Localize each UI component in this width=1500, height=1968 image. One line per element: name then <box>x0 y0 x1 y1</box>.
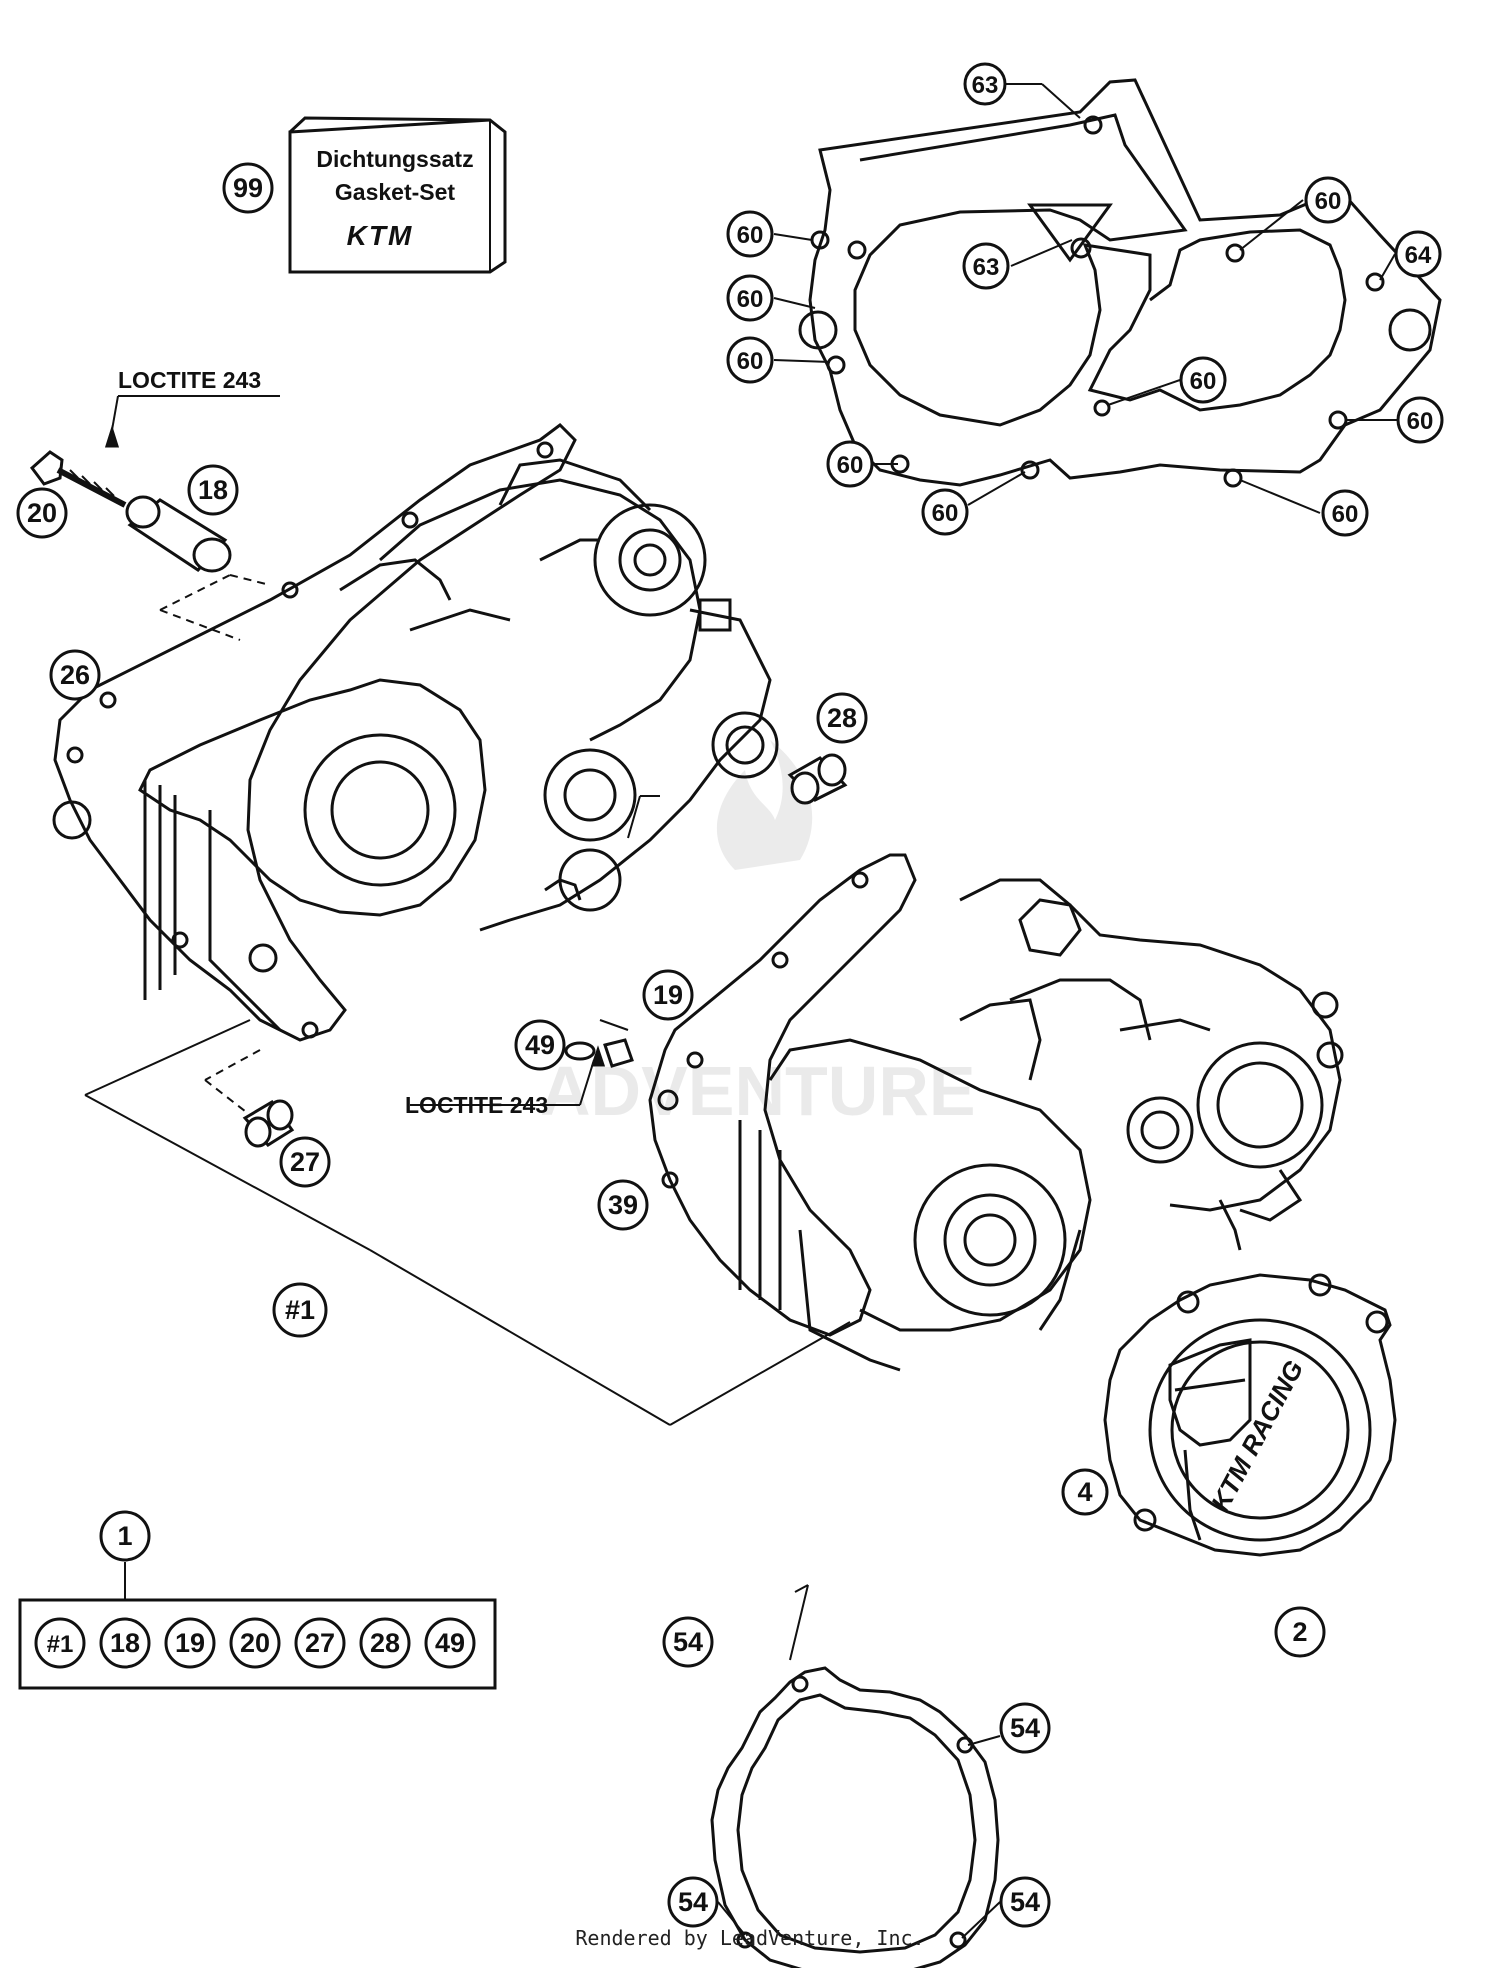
svg-text:99: 99 <box>233 173 263 203</box>
ignition-cover: KTM RACING <box>1103 1273 1397 1557</box>
callout-27: 27 <box>279 1136 331 1188</box>
svg-text:1: 1 <box>117 1521 132 1551</box>
callout-4: 4 <box>1061 1468 1109 1516</box>
gasket-set-box: Dichtungssatz Gasket-Set KTM <box>288 116 507 274</box>
callout-60-left-2: 60 <box>726 274 774 322</box>
svg-text:60: 60 <box>737 222 764 249</box>
callout-63-inner: 63 <box>962 242 1010 290</box>
kit-contents-box <box>18 1598 497 1690</box>
ignition-cover-gasket <box>710 1666 1000 1968</box>
svg-text:60: 60 <box>737 286 764 313</box>
gasket-set-english-label: Gasket-Set <box>335 179 456 205</box>
svg-text:60: 60 <box>737 348 764 375</box>
loctite-label-top: LOCTITE 243 <box>118 367 261 393</box>
svg-text:49: 49 <box>435 1628 465 1658</box>
callout-hash-1: #1 <box>272 1282 328 1338</box>
small-parts <box>29 424 848 1148</box>
svg-text:60: 60 <box>1407 408 1434 435</box>
svg-text:#1: #1 <box>47 1631 74 1658</box>
svg-text:20: 20 <box>240 1628 270 1658</box>
callout-60-right-mid: 60 <box>1396 396 1444 444</box>
kit-item: #1 <box>34 1617 86 1669</box>
left-crankcase-half <box>52 423 779 1042</box>
callout-49: 49 <box>514 1019 566 1071</box>
clutch-cover-gasket <box>798 78 1442 488</box>
ktm-logo: KTM <box>347 220 414 251</box>
callout-18: 18 <box>187 464 239 516</box>
svg-text:54: 54 <box>1010 1887 1040 1917</box>
callout-54-bottom-right: 54 <box>999 1876 1051 1928</box>
kit-item: 20 <box>229 1617 281 1669</box>
svg-text:54: 54 <box>673 1627 703 1657</box>
svg-text:18: 18 <box>198 475 228 505</box>
svg-text:60: 60 <box>1332 501 1359 528</box>
svg-text:ADVENTURE: ADVENTURE <box>540 1052 976 1130</box>
right-crankcase-half <box>648 853 1344 1372</box>
kit-item: 49 <box>424 1617 476 1669</box>
svg-text:26: 26 <box>60 660 90 690</box>
callout-54-right: 54 <box>999 1702 1051 1754</box>
svg-text:20: 20 <box>27 498 57 528</box>
footer-credit: Rendered by LeadVenture, Inc. <box>575 1926 925 1950</box>
svg-text:63: 63 <box>972 72 999 99</box>
callout-60-bottom-left: 60 <box>826 440 874 488</box>
svg-text:60: 60 <box>1315 188 1342 215</box>
svg-text:28: 28 <box>827 703 857 733</box>
svg-text:28: 28 <box>370 1628 400 1658</box>
svg-text:54: 54 <box>1010 1713 1040 1743</box>
watermark-logo: ADVENTURE <box>540 740 976 1130</box>
callout-64: 64 <box>1394 230 1442 278</box>
kit-item: 18 <box>99 1617 151 1669</box>
gasket-set-german-label: Dichtungssatz <box>316 146 473 172</box>
callout-39: 39 <box>597 1179 649 1231</box>
svg-text:63: 63 <box>973 254 1000 281</box>
callout-54-bottom-left: 54 <box>667 1876 719 1928</box>
callout-63-top: 63 <box>963 62 1007 106</box>
svg-text:60: 60 <box>837 452 864 479</box>
callout-26: 26 <box>49 649 101 701</box>
callouts: 99 63 63 60 64 60 60 60 60 60 60 60 60 2… <box>16 62 1444 1928</box>
svg-text:54: 54 <box>678 1887 708 1917</box>
leader-lines <box>84 83 1398 1939</box>
callout-60-bottom-right: 60 <box>1321 489 1369 537</box>
svg-text:49: 49 <box>525 1030 555 1060</box>
svg-text:19: 19 <box>175 1628 205 1658</box>
kit-item: 19 <box>164 1617 216 1669</box>
svg-text:4: 4 <box>1077 1477 1092 1507</box>
callout-28: 28 <box>816 692 868 744</box>
callout-54-top-left: 54 <box>662 1616 714 1668</box>
callout-99: 99 <box>222 162 274 214</box>
callout-60-right-top: 60 <box>1304 176 1352 224</box>
callout-19: 19 <box>642 969 694 1021</box>
callout-1: 1 <box>99 1510 151 1562</box>
kit-item: 28 <box>359 1617 411 1669</box>
svg-text:19: 19 <box>653 980 683 1010</box>
svg-text:18: 18 <box>110 1628 140 1658</box>
callout-60-left-3: 60 <box>726 336 774 384</box>
loctite-label-bottom: LOCTITE 243 <box>405 1092 548 1118</box>
svg-text:#1: #1 <box>285 1295 315 1325</box>
svg-text:27: 27 <box>305 1628 335 1658</box>
svg-text:64: 64 <box>1405 242 1432 269</box>
svg-text:2: 2 <box>1292 1617 1307 1647</box>
svg-text:60: 60 <box>932 500 959 527</box>
svg-text:39: 39 <box>608 1190 638 1220</box>
callout-60-left-1: 60 <box>726 210 774 258</box>
kit-contents-list: #1 18 19 20 27 28 49 <box>34 1617 476 1669</box>
svg-text:27: 27 <box>290 1147 320 1177</box>
callout-60-bottom-center: 60 <box>921 488 969 536</box>
callout-2: 2 <box>1274 1606 1326 1658</box>
callout-20: 20 <box>16 487 68 539</box>
cover-brand-logo: KTM RACING <box>1205 1355 1309 1516</box>
kit-item: 27 <box>294 1617 346 1669</box>
svg-text:60: 60 <box>1190 368 1217 395</box>
callout-60-center: 60 <box>1179 356 1227 404</box>
